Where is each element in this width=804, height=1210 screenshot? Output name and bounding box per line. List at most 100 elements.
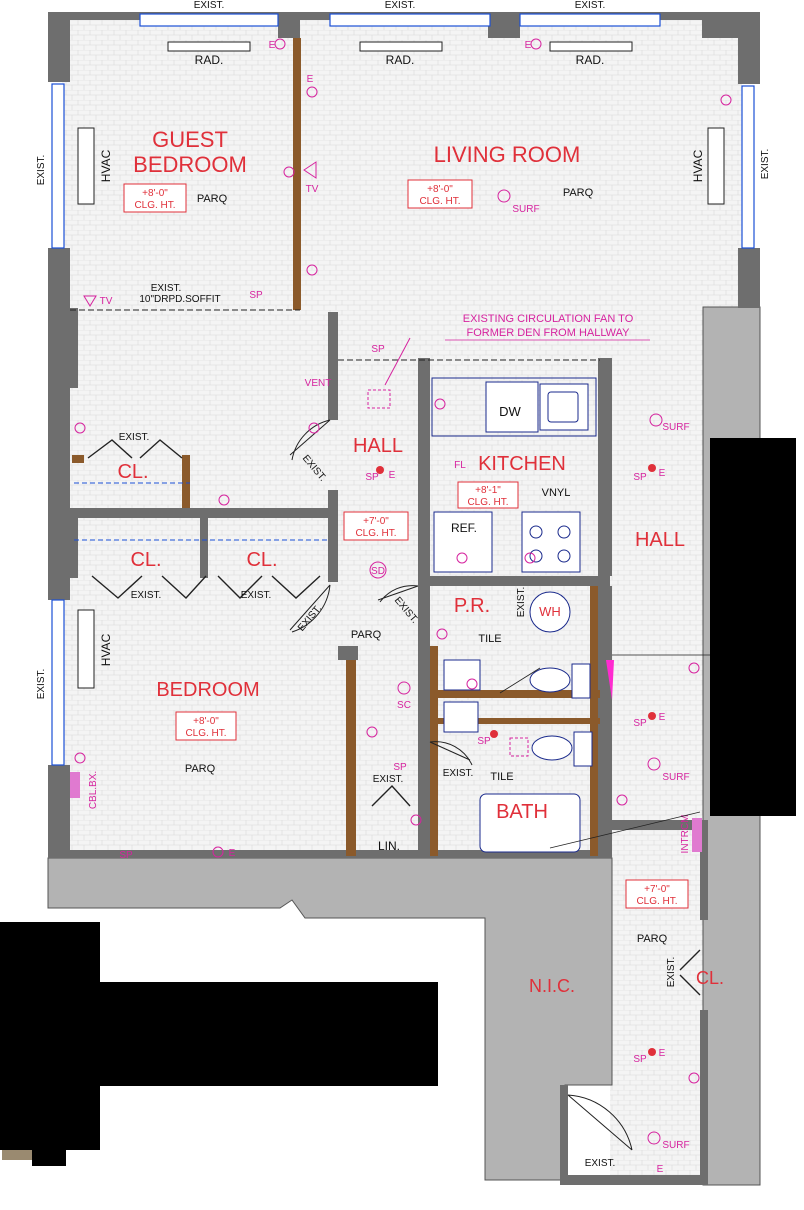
- closet-doors: [87, 439, 701, 996]
- exterior-walls: [48, 12, 760, 858]
- svg-text:10"DRPD.SOFFIT: 10"DRPD.SOFFIT: [139, 294, 220, 305]
- svg-text:E: E: [525, 40, 532, 51]
- svg-text:SD: SD: [371, 566, 385, 577]
- svg-text:SURF: SURF: [662, 772, 689, 783]
- svg-text:CLG. HT.: CLG. HT.: [355, 528, 396, 539]
- cable-box: CBL.BX.: [70, 771, 99, 809]
- ceiling-box-hall-2: +7'-0" CLG. HT.: [625, 879, 689, 909]
- room-label-guest-1: GUEST: [152, 127, 228, 152]
- svg-text:SP: SP: [249, 290, 263, 301]
- svg-text:EXIST.: EXIST.: [194, 0, 225, 11]
- room-label-nic: N.I.C.: [529, 976, 575, 996]
- svg-text:RAD.: RAD.: [386, 53, 415, 67]
- svg-text:VENT: VENT: [305, 378, 332, 389]
- svg-text:EXIST.: EXIST.: [36, 669, 47, 700]
- fan-note-line-1: EXISTING CIRCULATION FAN TO: [463, 313, 634, 325]
- svg-text:TV: TV: [100, 296, 113, 307]
- svg-text:RAD.: RAD.: [576, 53, 605, 67]
- room-label-closet-1: CL.: [117, 461, 148, 483]
- hvac-labels: HVAC HVAC HVAC: [99, 149, 705, 666]
- room-label-guest-2: BEDROOM: [133, 152, 247, 177]
- svg-text:EXIST.: EXIST.: [516, 587, 527, 618]
- svg-text:PARQ: PARQ: [637, 933, 668, 945]
- svg-text:E: E: [229, 848, 236, 859]
- svg-text:INTRCM: INTRCM: [680, 815, 691, 854]
- svg-text:E: E: [659, 712, 666, 723]
- fan-note-line-2: FORMER DEN FROM HALLWAY: [467, 327, 631, 339]
- room-label-closet-4: CL.: [696, 968, 724, 988]
- electrical-symbols: [74, 38, 732, 1145]
- svg-text:SP: SP: [633, 718, 647, 729]
- flooring-labels: PARQ PARQ PARQ PARQ PARQ TILE TILE VNYL …: [139, 187, 667, 945]
- svg-text:EXIST.: EXIST.: [575, 0, 606, 11]
- svg-text:SURF: SURF: [512, 204, 539, 215]
- redaction-blocks: [0, 438, 796, 1166]
- svg-text:SP: SP: [393, 762, 407, 773]
- room-label-closet-2: CL.: [130, 549, 161, 571]
- svg-text:E: E: [389, 470, 396, 481]
- photo-fragment: [2, 1150, 32, 1160]
- svg-text:CLG. HT.: CLG. HT.: [467, 497, 508, 508]
- svg-text:CBL.BX.: CBL.BX.: [88, 771, 99, 809]
- room-label-linen: LIN.: [378, 839, 400, 853]
- svg-text:+7'-0": +7'-0": [644, 884, 670, 895]
- svg-text:EXIST.: EXIST.: [119, 432, 150, 443]
- svg-text:E: E: [269, 40, 276, 51]
- svg-text:DW: DW: [499, 404, 521, 419]
- svg-text:HVAC: HVAC: [691, 149, 705, 182]
- svg-text:+8'-1": +8'-1": [475, 485, 501, 496]
- interior-walls: [70, 312, 708, 1185]
- svg-text:SP: SP: [633, 1054, 647, 1065]
- wood-partitions: [72, 38, 600, 856]
- svg-text:EXIST.: EXIST.: [151, 283, 182, 294]
- smoke-detectors: [376, 464, 656, 1056]
- room-label-hall-2: HALL: [635, 529, 685, 551]
- svg-text:E: E: [307, 74, 314, 85]
- pink-marker: [606, 660, 614, 700]
- svg-text:EXIST.: EXIST.: [585, 1158, 616, 1169]
- svg-text:WH: WH: [539, 604, 561, 619]
- radiators: [167, 41, 633, 52]
- svg-text:REF.: REF.: [451, 521, 477, 535]
- room-label-closet-3: CL.: [246, 549, 277, 571]
- svg-text:PARQ: PARQ: [197, 193, 228, 205]
- svg-text:RAD.: RAD.: [195, 53, 224, 67]
- svg-text:HVAC: HVAC: [99, 149, 113, 182]
- swing-doors: [289, 419, 633, 1151]
- leader-lines: [499, 654, 710, 849]
- svg-text:E: E: [659, 1048, 666, 1059]
- svg-text:VNYL: VNYL: [542, 487, 571, 499]
- svg-text:EXIST.: EXIST.: [666, 957, 677, 988]
- room-label-living: LIVING ROOM: [434, 142, 581, 167]
- kitchen-fixtures: [431, 377, 597, 573]
- ceiling-box-kitchen: +8'-1" CLG. HT.: [457, 481, 519, 509]
- svg-text:TILE: TILE: [490, 771, 513, 783]
- electrical-text: SURF SURF SURF SURF TV TV SD SC VENT SP …: [100, 40, 690, 1175]
- svg-text:EXIST.: EXIST.: [760, 149, 771, 180]
- svg-text:SP: SP: [371, 344, 385, 355]
- svg-text:E: E: [659, 468, 666, 479]
- svg-text:+8'-0": +8'-0": [427, 184, 453, 195]
- svg-text:SP: SP: [633, 472, 647, 483]
- svg-text:SP: SP: [365, 472, 379, 483]
- svg-text:EXIST.: EXIST.: [131, 590, 162, 601]
- svg-text:EXIST.: EXIST.: [241, 590, 272, 601]
- svg-text:EXIST.: EXIST.: [385, 0, 416, 11]
- svg-text:SURF: SURF: [662, 422, 689, 433]
- room-label-bedroom: BEDROOM: [156, 679, 259, 701]
- svg-text:+7'-0": +7'-0": [363, 516, 389, 527]
- ceiling-box-hall: +7'-0" CLG. HT.: [343, 511, 409, 541]
- hvac-units: [77, 127, 725, 689]
- svg-text:HVAC: HVAC: [99, 633, 113, 666]
- room-label-bath: BATH: [496, 801, 548, 823]
- room-label-hall-1: HALL: [353, 435, 403, 457]
- room-label-powder: P.R.: [454, 595, 490, 617]
- room-label-kitchen: KITCHEN: [478, 453, 566, 475]
- svg-text:PARQ: PARQ: [563, 187, 594, 199]
- floor-area-east-hall: [610, 300, 705, 1185]
- svg-text:CLG. HT.: CLG. HT.: [419, 196, 460, 207]
- svg-text:EXIST.: EXIST.: [443, 768, 474, 779]
- svg-text:TV: TV: [306, 184, 319, 195]
- svg-text:PARQ: PARQ: [185, 763, 216, 775]
